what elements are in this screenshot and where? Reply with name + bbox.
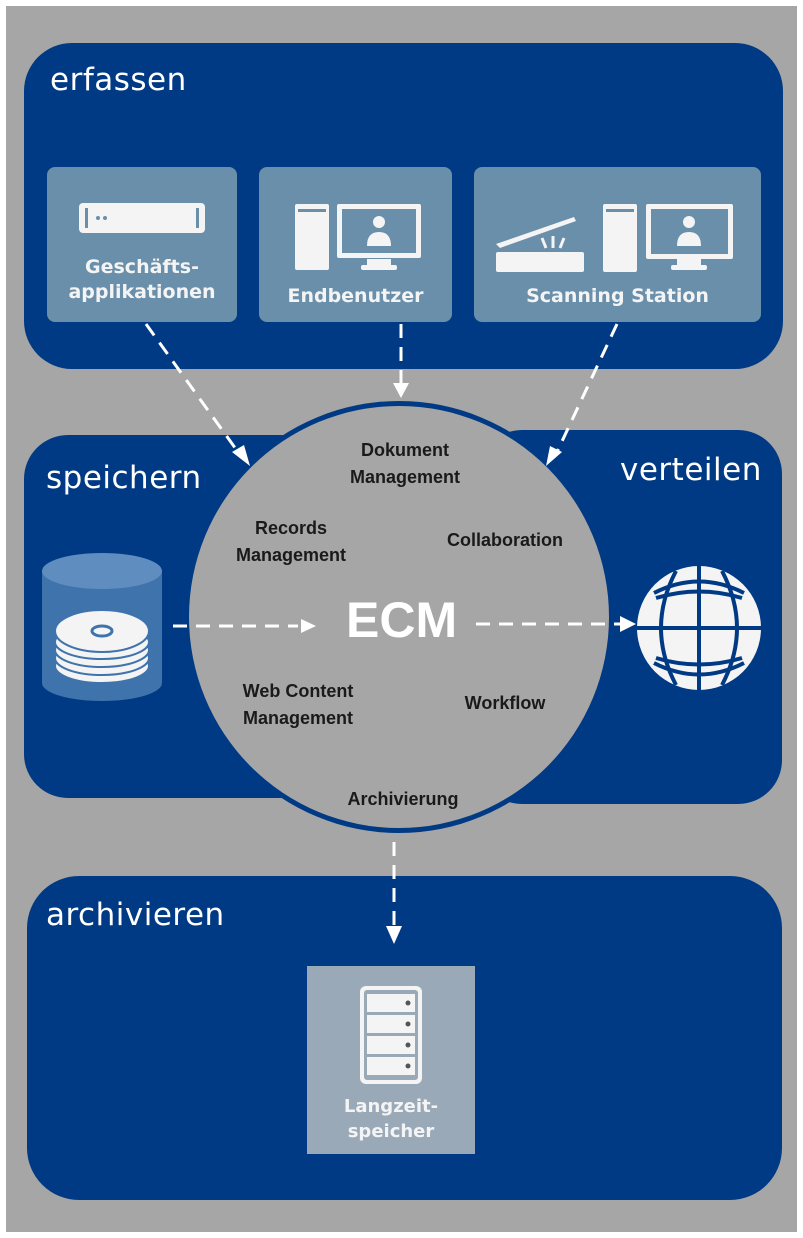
ecm-component-archiving: Archivierung	[318, 786, 488, 813]
ecm-component-line1: Web Content	[242, 681, 354, 701]
ecm-component-line2: Management	[242, 708, 354, 728]
source-label-line1: Endbenutzer	[287, 285, 424, 307]
arrowhead	[620, 616, 636, 632]
arrowhead	[393, 383, 409, 398]
ecm-component-web-content-management: Web Content Management	[213, 678, 383, 732]
ecm-component-line2: Management	[349, 467, 461, 487]
source-label-line1: Scanning Station	[526, 285, 709, 307]
source-label-line2: applikationen	[68, 281, 216, 303]
source-label: Scanning Station	[474, 284, 761, 309]
archive-panel-title: archivieren	[46, 897, 225, 933]
capture-panel-title: erfassen	[50, 62, 187, 98]
arrow-business-apps-to-ecm	[144, 323, 240, 453]
long-term-storage-card: Langzeit- speicher	[307, 966, 475, 1154]
workstation-icon	[295, 204, 421, 270]
arrow-scanning-to-ecm	[555, 323, 619, 453]
source-card-end-user: Endbenutzer	[259, 167, 452, 322]
ecm-component-line1: Workflow	[464, 693, 546, 713]
database-disks-icon	[42, 553, 162, 701]
ecm-component-line1: Collaboration	[447, 530, 563, 550]
long-term-storage-label-line1: Langzeit-	[343, 1096, 439, 1117]
source-card-scanning-station: Scanning Station	[474, 167, 761, 322]
arrowhead	[301, 619, 316, 633]
ecm-circle	[184, 401, 614, 833]
long-term-storage-label-line2: speicher	[347, 1121, 435, 1142]
server-icon	[79, 203, 205, 233]
ecm-component-line2: Management	[235, 545, 347, 565]
source-label: Geschäfts- applikationen	[47, 255, 237, 305]
ecm-component-workflow: Workflow	[430, 690, 580, 717]
source-label: Endbenutzer	[259, 284, 452, 309]
arrowhead	[232, 445, 250, 466]
distribute-panel-title: verteilen	[620, 452, 762, 488]
source-card-business-apps: Geschäfts- applikationen	[47, 167, 237, 322]
store-panel-title: speichern	[46, 460, 202, 496]
scanner-workstation-icon	[496, 204, 733, 272]
ecm-component-document-management: Dokument Management	[320, 437, 490, 491]
long-term-storage-label: Langzeit- speicher	[307, 1094, 475, 1144]
source-label-line1: Geschäfts-	[85, 256, 199, 278]
arrowhead	[546, 446, 562, 466]
server-rack-icon	[360, 986, 422, 1084]
ecm-title: ECM	[346, 592, 458, 648]
arrowhead	[386, 926, 402, 944]
ecm-component-collaboration: Collaboration	[420, 527, 590, 554]
ecm-component-line1: Dokument	[360, 440, 449, 460]
ecm-component-line1: Records	[254, 518, 328, 538]
ecm-component-records-management: Records Management	[206, 515, 376, 569]
globe-icon	[637, 566, 761, 690]
ecm-component-line1: Archivierung	[347, 789, 459, 809]
